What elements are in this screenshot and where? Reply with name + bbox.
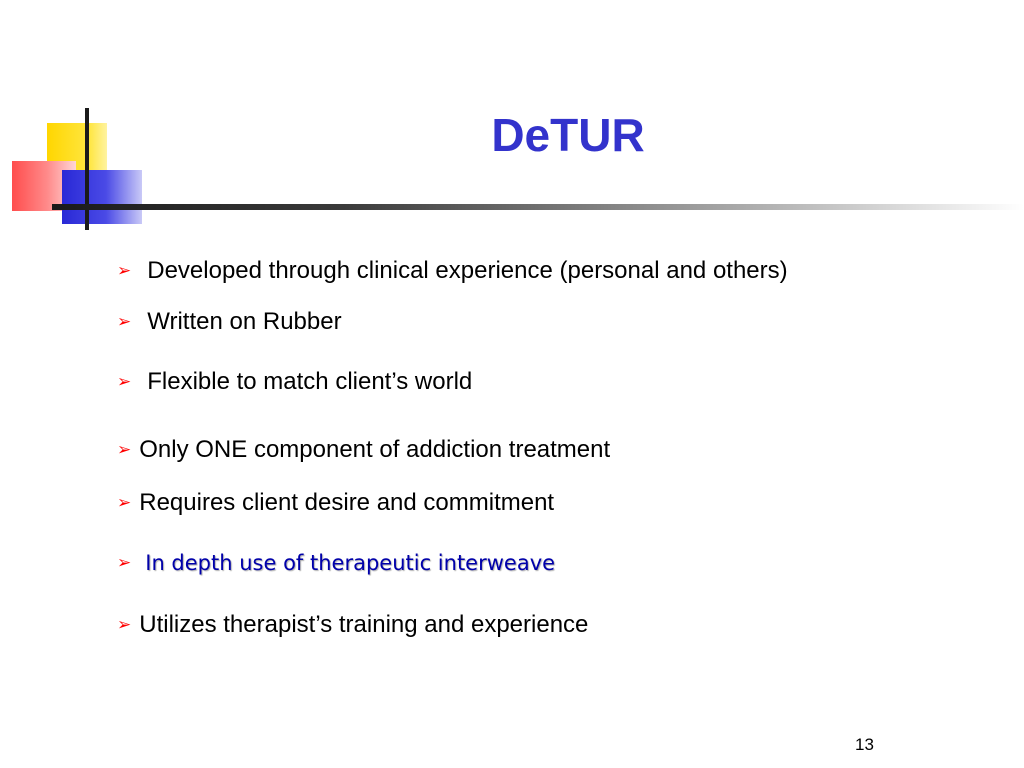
arrow-bullet-icon: ➢: [117, 553, 132, 573]
bullet-text-highlighted: In depth use of therapeutic interweave: [145, 551, 556, 575]
bullet-text: Flexible to match client’s world: [147, 368, 473, 395]
bullet-text: Developed through clinical experience (p…: [147, 257, 788, 284]
title-divider-line: [52, 204, 1024, 210]
bullet-item: ➢ Requires client desire and commitment: [117, 491, 554, 515]
decorative-blue-square: [62, 170, 142, 224]
bullet-item: ➢ Written on Rubber: [117, 310, 342, 334]
bullet-text: Requires client desire and commitment: [139, 489, 555, 516]
arrow-bullet-icon: ➢: [117, 615, 132, 635]
page-number: 13: [855, 735, 874, 754]
arrow-bullet-icon: ➢: [117, 493, 132, 513]
bullet-item: ➢ Flexible to match client’s world: [117, 370, 472, 394]
bullet-item: ➢ Developed through clinical experience (…: [117, 259, 788, 283]
arrow-bullet-icon: ➢: [117, 261, 132, 281]
bullet-text: Utilizes therapist’s training and experi…: [139, 611, 589, 638]
slide-title: DeTUR: [491, 109, 645, 161]
bullet-item: ➢ Utilizes therapist’s training and exper…: [117, 613, 588, 637]
arrow-bullet-icon: ➢: [117, 440, 132, 460]
bullet-item: ➢ In depth use of therapeutic interweave: [117, 551, 555, 575]
arrow-bullet-icon: ➢: [117, 372, 132, 392]
bullet-item: ➢ Only ONE component of addiction treatme…: [117, 438, 610, 462]
bullet-text: Written on Rubber: [147, 308, 342, 335]
bullet-text: Only ONE component of addiction treatmen…: [139, 436, 611, 463]
decorative-vertical-line: [85, 108, 89, 230]
arrow-bullet-icon: ➢: [117, 312, 132, 332]
